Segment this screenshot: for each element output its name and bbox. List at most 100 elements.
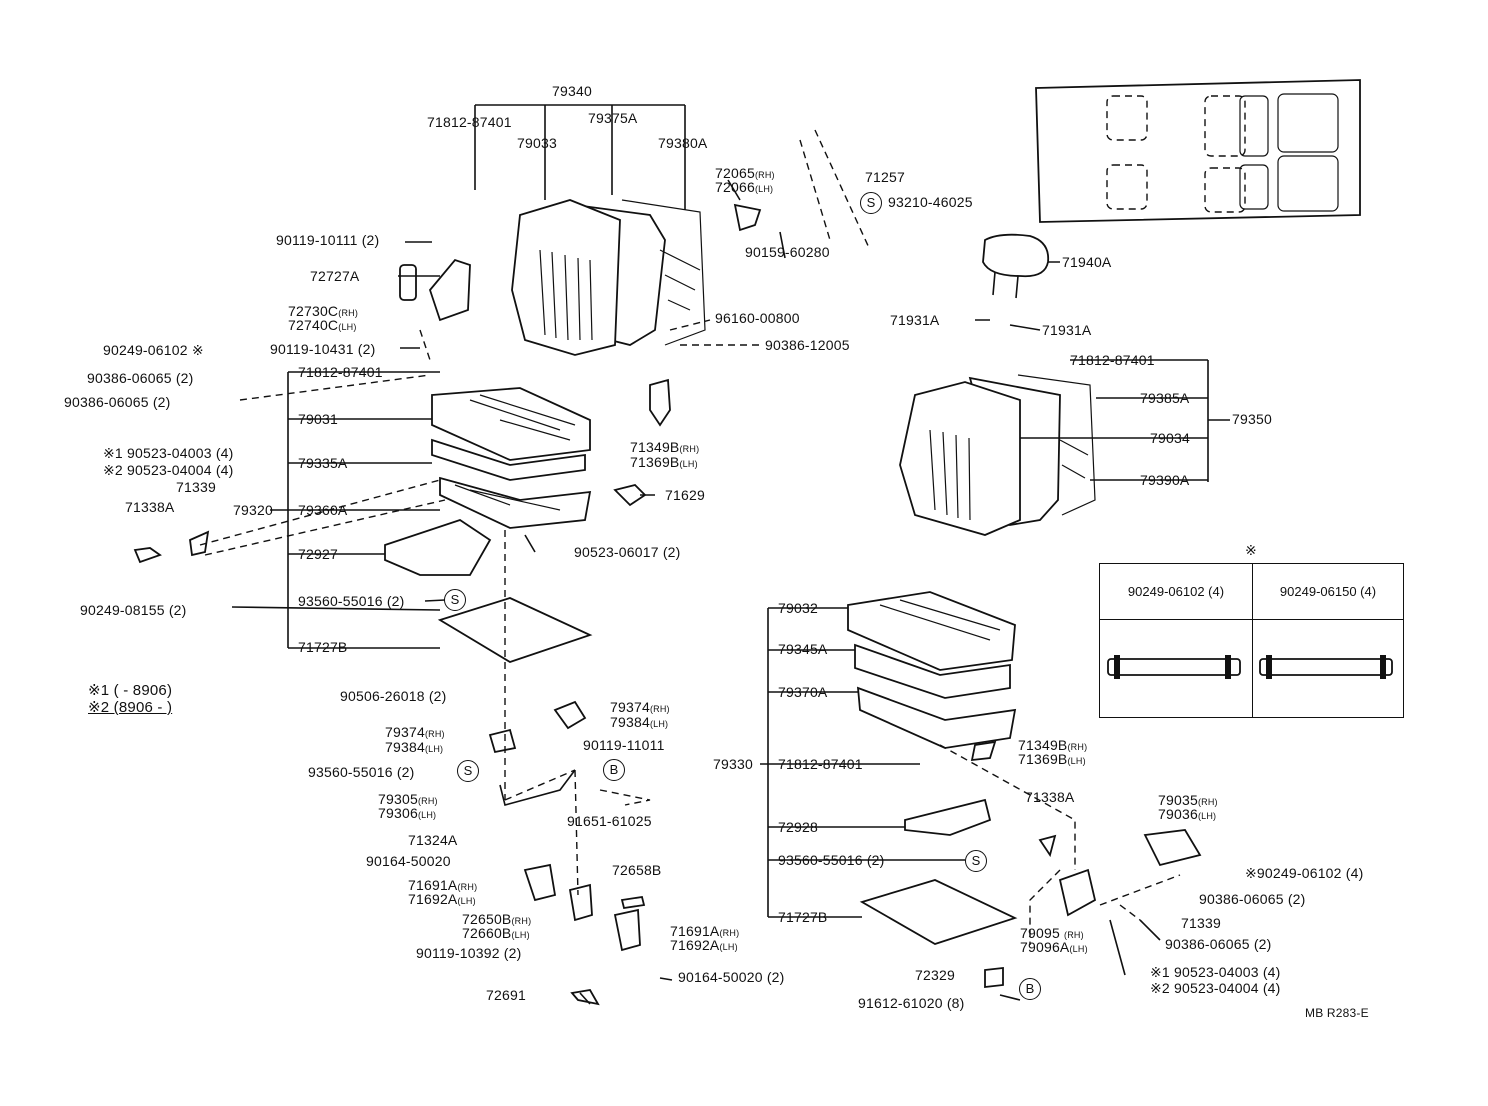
label-90523-04003-left: ※1 90523-04003 (4)	[103, 445, 234, 461]
label-90386-06065-d: 90386-06065 (2)	[1165, 936, 1272, 952]
label-72650B: 72650B(RH)	[462, 911, 532, 927]
label-71692A-a: 71692A(LH)	[408, 891, 476, 907]
label-90523-06017: 90523-06017 (2)	[574, 544, 681, 560]
label-93560-55016-c: 93560-55016 (2)	[778, 852, 885, 868]
label-71691A-a: 71691A(RH)	[408, 877, 478, 893]
label-79370A: 79370A	[778, 684, 828, 700]
label-72691: 72691	[486, 987, 526, 1003]
label-72658B: 72658B	[612, 862, 662, 878]
callout-s-1: S	[860, 192, 882, 214]
label-96160-00800: 96160-00800	[715, 310, 800, 326]
label-71338A-left: 71338A	[125, 499, 175, 515]
label-79384-a: 79384(LH)	[610, 714, 669, 730]
note-range-2: ※2 (8906 - )	[88, 699, 173, 716]
hardware-parts	[133, 203, 1202, 1006]
label-90523-04003-right: ※1 90523-04003 (4)	[1150, 964, 1281, 980]
label-90523-04004-right: ※2 90523-04004 (4)	[1150, 980, 1281, 996]
table-bolt-drawings	[1107, 655, 1393, 679]
label-79306: 79306(LH)	[378, 805, 437, 821]
label-71940A: 71940A	[1062, 254, 1112, 270]
label-90506-26018: 90506-26018 (2)	[340, 688, 447, 704]
label-79035: 79035(RH)	[1158, 792, 1218, 808]
callout-s-4: S	[965, 850, 987, 872]
table-divider	[1252, 619, 1253, 717]
label-71629: 71629	[665, 487, 705, 503]
label-71691A-b: 71691A(RH)	[670, 923, 740, 939]
callout-b-2: B	[1019, 978, 1041, 1000]
front-seat-cushion	[431, 387, 592, 529]
label-72660B: 72660B(LH)	[462, 925, 530, 941]
label-79390A: 79390A	[1140, 472, 1190, 488]
diagram-reference-code: MB R283-E	[1305, 1006, 1369, 1020]
bolt-spec-table: 90249-06102 (4) 90249-06150 (4)	[1099, 563, 1404, 718]
label-71812-87401-low: 71812-87401	[778, 756, 863, 772]
label-79032: 79032	[778, 600, 818, 616]
label-72928: 72928	[778, 819, 818, 835]
label-93560-55016-a: 93560-55016 (2)	[298, 593, 405, 609]
label-91612-61020: 91612-61020 (8)	[858, 995, 965, 1011]
label-71812-87401-right: 71812-87401	[1070, 352, 1155, 368]
front-pad-and-mat	[384, 519, 593, 663]
label-90249-06102-left: 90249-06102 ※	[103, 342, 204, 358]
label-71931A-right: 71931A	[1042, 322, 1092, 338]
callout-b-1: B	[603, 759, 625, 781]
label-71349B-bot: 71349B(RH)	[1018, 737, 1088, 753]
label-79033: 79033	[517, 135, 557, 151]
label-79384-b: 79384(LH)	[385, 739, 444, 755]
label-90386-06065-a: 90386-06065 (2)	[87, 370, 194, 386]
headrest	[982, 233, 1050, 299]
label-90386-12005: 90386-12005	[765, 337, 850, 353]
bolt-long-icon	[1259, 655, 1393, 679]
label-71727B-left: 71727B	[298, 639, 348, 655]
front-seat-back	[511, 199, 706, 356]
label-72730C: 72730C(RH)	[288, 303, 359, 319]
table-col1-header: 90249-06102 (4)	[1100, 564, 1253, 620]
label-72066: 72066(LH)	[715, 179, 774, 195]
label-90386-06065-b: 90386-06065 (2)	[64, 394, 171, 410]
label-71349B-top: 71349B(RH)	[630, 439, 700, 455]
label-90119-10431: 90119-10431 (2)	[270, 341, 376, 357]
label-79095: 79095 (RH)	[1020, 925, 1084, 941]
label-79374-b: 79374(RH)	[385, 724, 445, 740]
label-71931A-left: 71931A	[890, 312, 940, 328]
note-range-1: ※1 ( - 8906)	[88, 682, 173, 699]
label-72727A: 72727A	[310, 268, 360, 284]
label-71369B-top: 71369B(LH)	[630, 454, 698, 470]
label-90164-50020-b: 90164-50020 (2)	[678, 969, 785, 985]
label-71339-left: 71339	[176, 479, 216, 495]
label-79385A: 79385A	[1140, 390, 1190, 406]
label-90249-08155: 90249-08155 (2)	[80, 602, 187, 618]
label-90119-11011: 90119-11011	[583, 737, 665, 753]
label-71339-right: 71339	[1181, 915, 1221, 931]
label-79335A: 79335A	[298, 455, 348, 471]
dashed-assembly-lines	[199, 129, 1181, 945]
label-79345A: 79345A	[778, 641, 828, 657]
label-79034: 79034	[1150, 430, 1190, 446]
callout-s-3: S	[457, 760, 479, 782]
bolt-short-icon	[1107, 655, 1241, 679]
label-90386-06065-c: 90386-06065 (2)	[1199, 891, 1306, 907]
label-90119-10111: 90119-10111 (2)	[276, 232, 380, 248]
label-71369B-bot: 71369B(LH)	[1018, 751, 1086, 767]
label-91651-61025: 91651-61025	[567, 813, 652, 829]
rear-seat-cushion	[847, 591, 1017, 749]
label-71324A: 71324A	[408, 832, 458, 848]
label-71812-87401-mid: 71812-87401	[298, 364, 383, 380]
label-79305: 79305(RH)	[378, 791, 438, 807]
rear-seat-back	[899, 374, 1096, 536]
label-90119-10392: 90119-10392 (2)	[416, 945, 522, 961]
label-79096A: 79096A(LH)	[1020, 939, 1088, 955]
label-93210-46025: 93210-46025	[888, 194, 973, 210]
table-mark: ※	[1245, 542, 1257, 558]
label-90249-06102-right: ※90249-06102 (4)	[1245, 865, 1364, 881]
label-90523-04004-left: ※2 90523-04004 (4)	[103, 462, 234, 478]
label-72927: 72927	[298, 546, 338, 562]
label-79360A: 79360A	[298, 502, 348, 518]
vehicle-seat-layout-inset	[1035, 79, 1361, 223]
table-col2-header: 90249-06150 (4)	[1252, 564, 1404, 620]
label-79374-a: 79374(RH)	[610, 699, 670, 715]
label-90159-60280: 90159-60280	[745, 244, 830, 260]
label-79330: 79330	[713, 756, 753, 772]
